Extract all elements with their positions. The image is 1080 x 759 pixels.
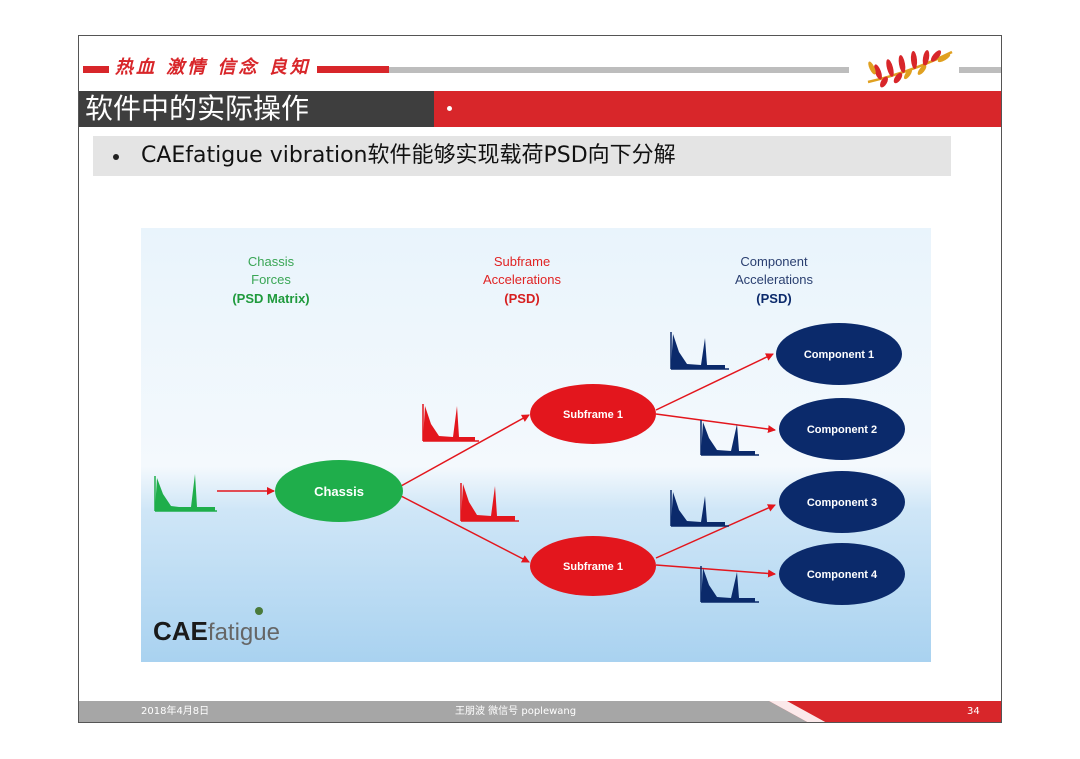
arrow-chassis-to-subframe-b: [400, 495, 530, 563]
node-label: Chassis: [314, 484, 364, 499]
logo-globe-icon: [255, 607, 263, 615]
column-header-chassis: Chassis Forces (PSD Matrix): [232, 254, 309, 306]
arrow-subframe-b-to-component4: [655, 564, 776, 578]
column-header-line: Chassis: [248, 254, 295, 269]
motto-text: 热血 激情 信念 良知: [109, 56, 317, 80]
node-label: Subframe 1: [563, 409, 623, 421]
slide-title: 软件中的实际操作: [85, 92, 310, 125]
logo-light: fatigue: [208, 619, 280, 646]
column-header-emph: (PSD Matrix): [232, 291, 309, 306]
motto-gray-bar-end: [959, 67, 1001, 73]
psd-plot-navy-1: [670, 332, 729, 370]
svg-text:CAEfatigue: CAEfatigue: [153, 616, 280, 646]
psd-plot-navy-4: [700, 566, 759, 603]
footer-date: 2018年4月8日: [141, 706, 210, 717]
node-label: Subframe 1: [563, 561, 623, 573]
column-header-line: Accelerations: [483, 272, 562, 287]
slide: 热血 激情 信念 良知 软件中的实际操作 CAEfatigue vibratio…: [78, 35, 1002, 723]
node-subframe-b: Subframe 1: [530, 536, 656, 596]
node-label: Component 1: [804, 349, 874, 361]
psd-plot-red-b: [460, 483, 519, 522]
arrow-subframe-a-to-component1: [655, 353, 774, 411]
footer-red-accent: [769, 701, 1001, 722]
arrow-chassis-to-subframe-a: [400, 414, 530, 487]
node-label: Component 4: [807, 569, 878, 581]
caefatigue-logo: CAEfatigue: [153, 607, 280, 646]
node-label: Component 3: [807, 497, 877, 509]
node-component1: Component 1: [776, 323, 902, 385]
node-subframe-a: Subframe 1: [530, 384, 656, 444]
page-number: 34: [967, 706, 980, 717]
psd-decomposition-diagram: Chassis Forces (PSD Matrix) Subframe Acc…: [141, 228, 931, 662]
psd-plot-navy-2: [700, 420, 759, 456]
title-bar-dark: [79, 91, 434, 127]
column-header-line: Subframe: [494, 254, 550, 269]
column-header-emph: (PSD): [756, 291, 791, 306]
arrow-subframe-b-to-component3: [655, 504, 776, 559]
node-label: Component 2: [807, 424, 877, 436]
leaf-decoration-icon: [867, 50, 953, 88]
column-header-line: Accelerations: [735, 272, 814, 287]
column-header-component: Component Accelerations (PSD): [735, 254, 814, 306]
footer-bar: [79, 701, 1001, 722]
node-component4: Component 4: [779, 543, 905, 605]
arrow-subframe-a-to-component2: [655, 413, 776, 434]
psd-plot-green: [154, 474, 217, 512]
bullet-text: CAEfatigue vibration软件能够实现载荷PSD向下分解: [141, 143, 676, 168]
column-header-line: Component: [740, 254, 808, 269]
node-chassis: Chassis: [275, 460, 403, 522]
node-component3: Component 3: [779, 471, 905, 533]
node-component2: Component 2: [779, 398, 905, 460]
title-bar-red: [434, 91, 1001, 127]
title-dot: [447, 106, 452, 111]
bullet-dot-icon: [113, 154, 119, 160]
bullet-bar: [93, 136, 951, 176]
footer-author: 王朋波 微信号 poplewang: [455, 706, 577, 717]
psd-plot-red-a: [422, 404, 479, 442]
column-header-emph: (PSD): [504, 291, 539, 306]
psd-plot-navy-3: [670, 490, 729, 527]
motto-gray-bar: [389, 67, 849, 73]
column-header-line: Forces: [251, 272, 291, 287]
logo-bold: CAE: [153, 616, 208, 646]
column-header-subframe: Subframe Accelerations (PSD): [483, 254, 562, 306]
